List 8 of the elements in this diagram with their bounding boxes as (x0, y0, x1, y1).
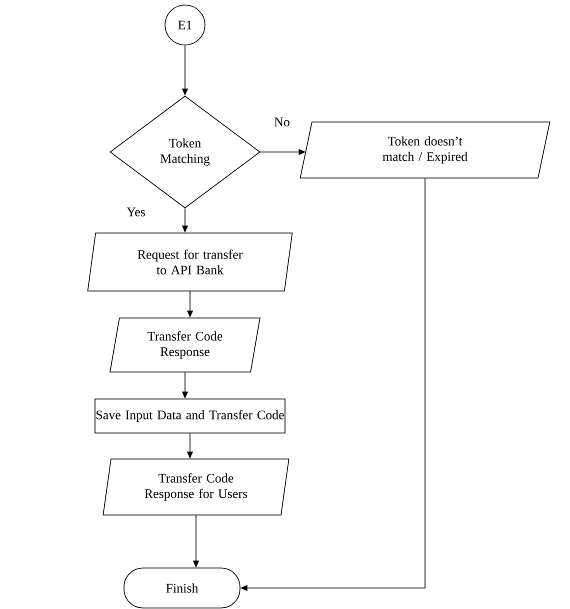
edge-label: Yes (126, 206, 146, 218)
data-parallelogram: Request for transfer to API Bank (87, 232, 293, 292)
terminator: Finish (124, 568, 240, 608)
edge-label: No (273, 116, 291, 128)
process-box: Save Input Data and Transfer Code (94, 398, 286, 434)
data-parallelogram: Transfer Code Response (110, 318, 260, 372)
data-parallelogram: Token doesn’t match / Expired (300, 122, 550, 178)
data-parallelogram: Transfer Code Response for Users (102, 458, 290, 516)
